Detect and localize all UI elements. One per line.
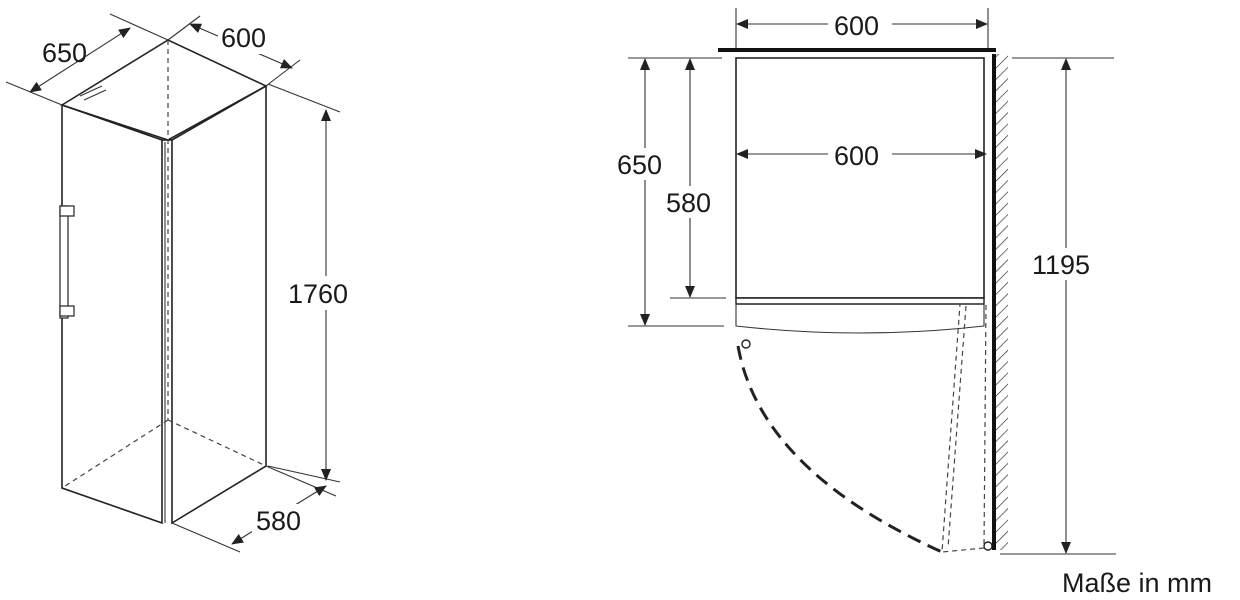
appliance-body-top (735, 57, 985, 299)
dim-label-650-left: 650 (42, 38, 87, 68)
dim-line-650 (29, 27, 131, 93)
dim-label-600-outer: 600 (834, 11, 879, 41)
dim-label-580-right: 580 (666, 188, 711, 218)
top-view: 600 600 650 580 1195 (614, 8, 1116, 555)
dim-label-580-left: 580 (256, 506, 301, 536)
wall (996, 54, 1008, 550)
isometric-view: 650 600 1760 580 (5, 13, 356, 553)
dim-label-1195: 1195 (1032, 250, 1090, 280)
dim-label-600-left: 600 (221, 23, 266, 53)
hinge-icon (741, 339, 751, 349)
door-closed (735, 297, 985, 305)
appliance-side-face (171, 84, 267, 525)
units-note: Maße in mm (1062, 568, 1213, 598)
dim-label-1760: 1760 (288, 279, 348, 309)
dim-label-600-inner: 600 (834, 141, 879, 171)
door-swing-arc (736, 345, 943, 554)
door-handle (59, 205, 75, 319)
door-open (941, 303, 987, 553)
appliance-front-face (61, 103, 163, 525)
dim-label-650-right: 650 (617, 150, 662, 180)
